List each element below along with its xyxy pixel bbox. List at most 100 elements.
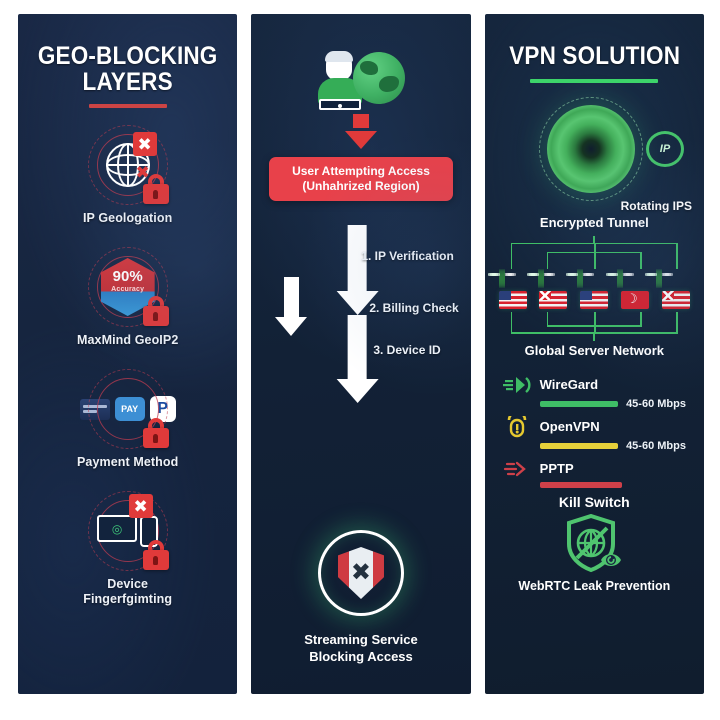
layer-label-ip-geolocation: IP Geologation xyxy=(82,211,173,225)
layer-icon-ring: PAY P xyxy=(79,369,176,449)
lock-icon xyxy=(142,296,169,326)
server-flag-row xyxy=(495,288,694,309)
block-x-icon: ✖ xyxy=(128,494,153,518)
layer-item-payment-method[interactable]: PAY P Payment Method xyxy=(18,369,237,488)
lock-shackle xyxy=(147,540,164,554)
dashed-ring xyxy=(87,491,168,571)
arrow-head xyxy=(344,131,377,149)
flag-icon-uk xyxy=(661,290,690,309)
connector-trunk xyxy=(593,333,596,341)
shield-shape: ✖ xyxy=(337,547,384,599)
arrow-shaft xyxy=(352,114,369,128)
vortex-dashed-ring xyxy=(538,96,643,201)
connector-leg-1 xyxy=(510,311,513,334)
layer-icon-ring: 90% Accuracy xyxy=(85,247,171,327)
rotate-arc-2 xyxy=(645,130,684,167)
lock-keyhole xyxy=(153,312,159,321)
protocol-row-wireguard[interactable]: WireGard 45-60 Mbps xyxy=(502,374,686,410)
protocol-speed-bar-openvpn xyxy=(539,442,619,449)
lock-keyhole xyxy=(153,556,159,565)
flag-icon-uk xyxy=(539,290,568,309)
step-label-billing-check: 2. Billing Check xyxy=(369,301,459,315)
lock-slash-icon xyxy=(142,418,169,448)
solid-ring xyxy=(96,378,159,440)
flag-icon-tr xyxy=(621,290,650,309)
accuracy-percent: 90% xyxy=(112,268,143,285)
kill-switch-label: Kill Switch xyxy=(558,493,630,510)
rotating-ips-label: Rotating IPS xyxy=(620,198,692,213)
vpn-vortex-icon xyxy=(546,104,635,193)
connector-bus-2 xyxy=(546,251,642,254)
protocol-speed-label-wireguard: 45-60 Mbps xyxy=(626,397,686,410)
monitor-icon: ◎ xyxy=(97,515,138,547)
left-title-line2: LAYERS xyxy=(82,67,173,96)
protocol-row-openvpn[interactable]: OpenVPN 45-60 Mbps xyxy=(503,410,686,452)
connector-leg-2 xyxy=(546,251,549,269)
layer-item-device-fingerprinting[interactable]: ◎ ✖ Device Fingerfgimting xyxy=(18,491,237,610)
flag-icon-us xyxy=(580,290,609,309)
protocol-speed-label-openvpn: 45-60 Mbps xyxy=(626,439,686,452)
lock-icon xyxy=(142,174,169,204)
result-line2: Blocking Access xyxy=(309,649,413,665)
server-stack xyxy=(577,268,611,288)
layer-item-maxmind-geoip2[interactable]: 90% Accuracy MaxMind GeoIP2 xyxy=(18,247,237,366)
connector-leg-3 xyxy=(594,311,596,334)
encrypted-tunnel-label: Encrypted Tunnel xyxy=(539,214,649,230)
layer-icon-ring: ◎ ✖ xyxy=(85,491,171,571)
server-stack xyxy=(498,268,533,288)
lock-shackle xyxy=(147,296,164,310)
arrow-shaft xyxy=(283,277,299,317)
flow-arrow-secondary xyxy=(336,315,379,403)
layer-label-maxmind-geoip2: MaxMind GeoIP2 xyxy=(76,333,179,347)
left-panel-title: GEO-BLOCKING LAYERS xyxy=(29,42,226,96)
server-stack xyxy=(537,268,572,288)
global-server-network-label: Global Server Network xyxy=(524,342,665,358)
solid-ring xyxy=(96,256,159,318)
tunnel-connector-diagram xyxy=(501,235,688,270)
server-stack xyxy=(616,268,651,288)
geo-blocking-layer-list: ✖ ✖ IP Geologation 90% A xyxy=(18,125,237,610)
protocol-list: WireGard 45-60 Mbps xyxy=(495,374,694,488)
protocol-name-pptp: PPTP xyxy=(539,461,574,476)
user-hair xyxy=(324,51,353,62)
dashed-ring xyxy=(87,247,168,327)
arrow-head xyxy=(336,291,379,315)
shield-lock-icon xyxy=(503,410,531,438)
protocol-speed-bar-pptp xyxy=(539,481,622,488)
accuracy-sublabel: Accuracy xyxy=(111,286,145,293)
protocol-row-pptp[interactable]: PPTP xyxy=(503,458,686,488)
arrow-shaft xyxy=(348,225,368,291)
lock-keyhole xyxy=(153,434,159,443)
laptop-icon xyxy=(318,99,361,110)
connector-leg-3 xyxy=(594,242,596,269)
rotating-ip-badge-text: IP xyxy=(659,142,671,155)
lock-icon xyxy=(142,540,169,570)
device-label-line2: Fingerfgimting xyxy=(83,591,173,606)
connector-leg-2 xyxy=(546,311,549,327)
earth-globe-icon xyxy=(352,52,405,104)
connector-leg-5 xyxy=(676,311,678,334)
dashed-ring xyxy=(87,369,168,449)
layer-icon-ring: ✖ ✖ xyxy=(85,125,171,205)
left-title-underline xyxy=(88,104,167,108)
red-arrow-icon xyxy=(265,114,456,149)
connector-leg-4 xyxy=(640,311,642,327)
arrow-head xyxy=(275,317,308,336)
device-label-line1: Device xyxy=(107,577,149,591)
flag-icon-us xyxy=(498,290,527,309)
server-stack xyxy=(655,268,690,288)
lock-shackle xyxy=(147,174,164,188)
connector-leg-1 xyxy=(510,242,513,269)
layer-label-device-fingerprinting: Device Fingerfgimting xyxy=(83,577,172,607)
layer-item-ip-geolocation[interactable]: ✖ ✖ IP Geologation xyxy=(18,125,237,244)
connector-leg-4 xyxy=(640,251,642,269)
flow-arrow-branch xyxy=(275,277,308,336)
solid-ring xyxy=(96,134,159,196)
result-line1: Streaming Service xyxy=(304,632,418,648)
fast-signal-icon xyxy=(502,374,531,396)
left-title-line1: GEO-BLOCKING xyxy=(37,42,218,70)
rotating-arrows-icon: IP xyxy=(642,129,688,169)
right-panel-title: VPN SOLUTION xyxy=(508,42,680,70)
step-label-ip-verification: 1. IP Verification xyxy=(361,249,454,263)
